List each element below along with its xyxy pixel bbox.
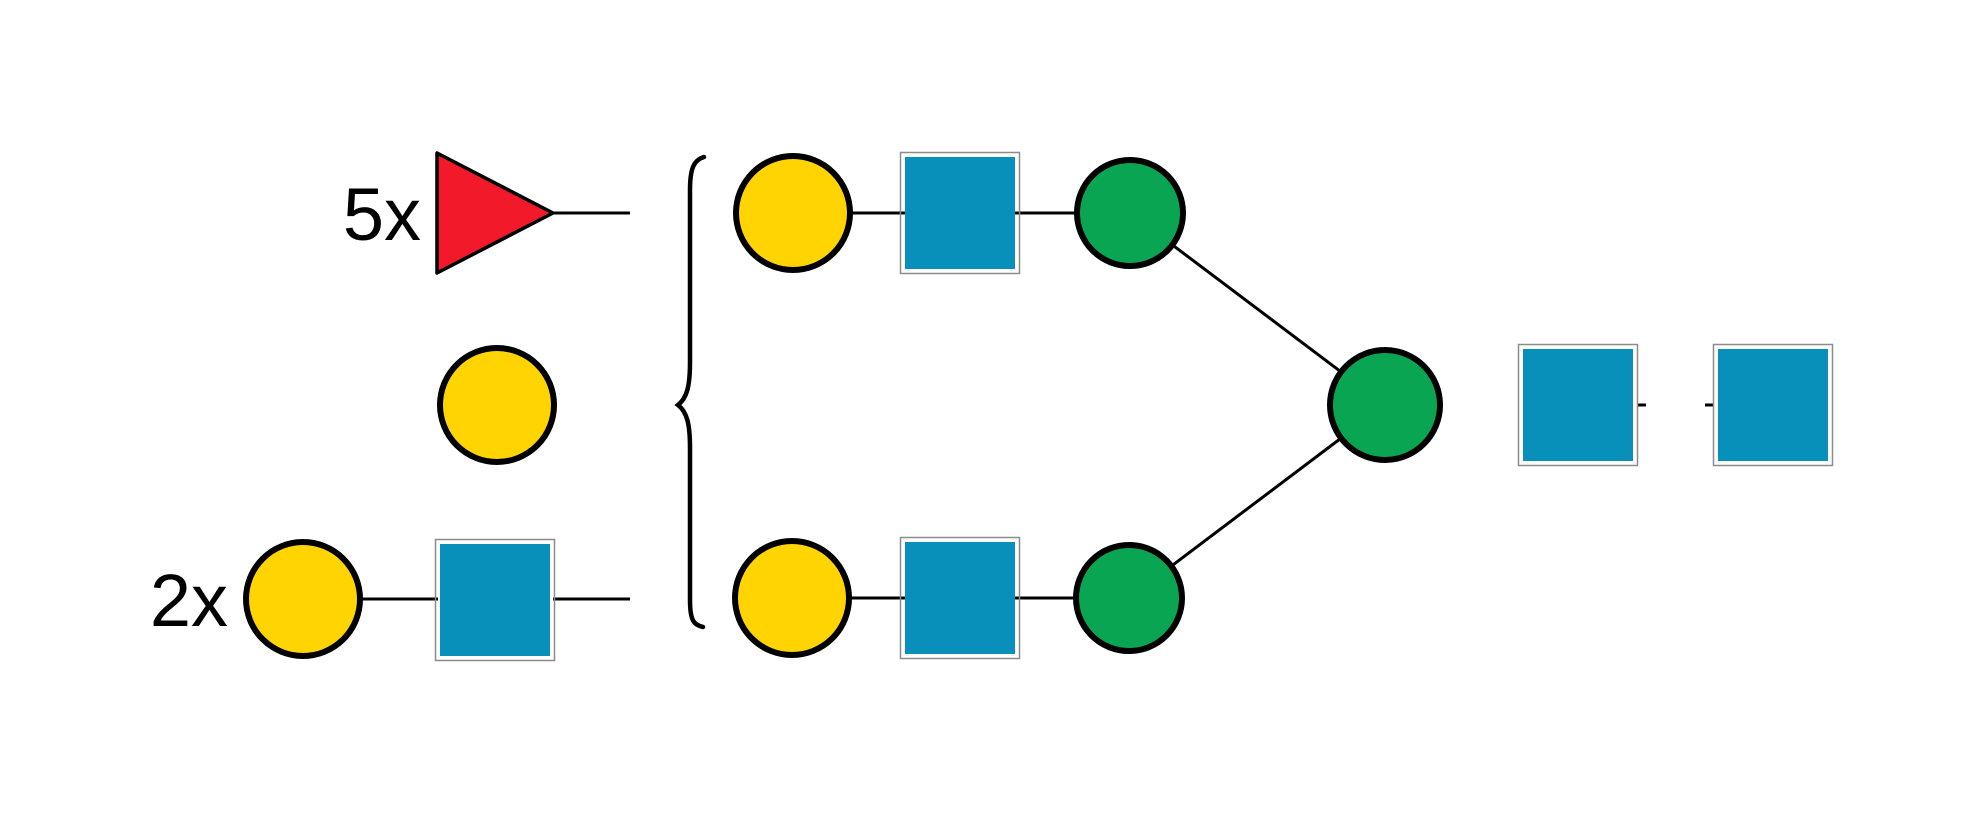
- glcnac-square-outline: [434, 538, 556, 662]
- galactose-circle-icon: [732, 538, 852, 658]
- glcnac-square-outline: [1517, 343, 1639, 467]
- glcnac-squares: [434, 151, 1834, 662]
- glcnac-square-icon: [1718, 349, 1828, 461]
- galactose-circle-icon: [733, 153, 853, 273]
- glcnac-square-icon: [905, 157, 1015, 269]
- glcnac-square-outline: [899, 151, 1021, 275]
- bond-lines: [360, 211, 1714, 601]
- fucose-multiplier-label: 5x: [343, 173, 421, 256]
- fucose-triangle-icon: [435, 151, 555, 275]
- curly-brace: [674, 154, 707, 630]
- glcnac-square-outline: [1712, 343, 1834, 467]
- galactose-circles: [243, 153, 853, 659]
- glcnac-square-icon: [1523, 349, 1633, 461]
- lacnac-multiplier-label: 2x: [150, 559, 228, 642]
- galactose-circle-icon: [243, 539, 363, 659]
- galactose-circle-icon: [437, 345, 557, 465]
- mannose-circles: [1073, 157, 1443, 654]
- mannose-circle-icon: [1327, 347, 1443, 463]
- glcnac-square-outline: [899, 536, 1021, 660]
- mannose-circle-icon: [1074, 157, 1186, 269]
- glcnac-square-icon: [440, 544, 550, 656]
- glcnac-square-icon: [905, 542, 1015, 654]
- mannose-circle-icon: [1073, 542, 1185, 654]
